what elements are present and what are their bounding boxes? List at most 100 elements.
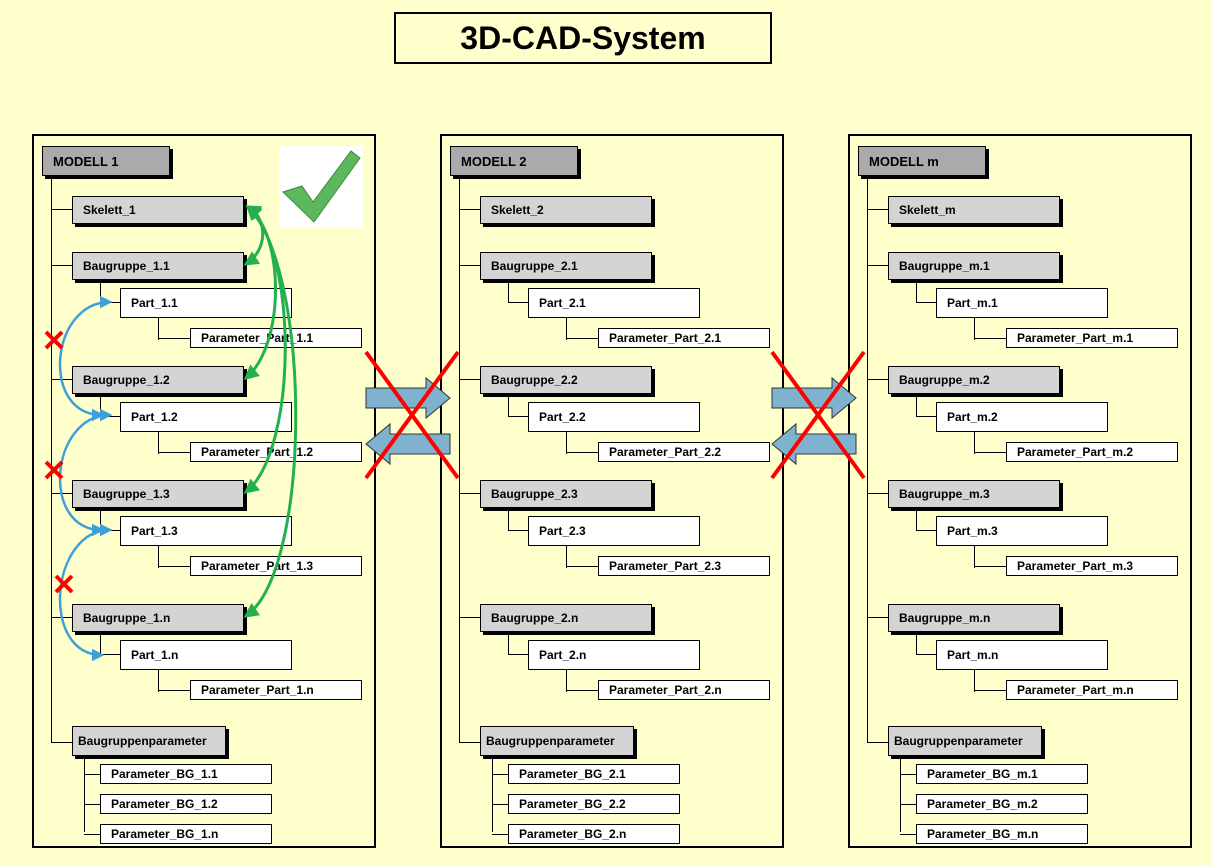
tree-connector [492,804,508,805]
part-parameter-box: Parameter_Part_m.3 [1006,556,1178,576]
tree-connector [900,804,916,805]
page-title: 3D-CAD-System [394,12,772,64]
tree-connector [566,690,598,691]
tree-connector [100,530,120,531]
assembly-box: Baugruppe_2.3 [480,480,652,508]
tree-connector [867,379,888,380]
tree-connector [900,834,916,835]
assembly-parameters-header: Baugruppenparameter [72,726,226,756]
tree-connector [974,546,975,568]
tree-connector [916,416,936,417]
tree-connector [459,209,480,210]
assembly-parameter-box: Parameter_BG_1.2 [100,794,272,814]
assembly-parameters-header: Baugruppenparameter [888,726,1042,756]
tree-connector [51,265,72,266]
tree-connector [100,394,101,416]
part-box: Part_1.2 [120,402,292,432]
tree-connector [867,617,888,618]
tree-connector [158,318,159,340]
part-parameter-box: Parameter_Part_m.n [1006,680,1178,700]
tree-connector [900,774,916,775]
assembly-box: Baugruppe_1.3 [72,480,244,508]
assembly-box: Baugruppe_2.2 [480,366,652,394]
model-header: MODELL 1 [42,146,170,176]
part-box: Part_2.3 [528,516,700,546]
transfer-right-arrow [771,376,857,420]
tree-connector [867,493,888,494]
tree-connector [84,756,85,832]
tree-connector [916,394,917,416]
tree-connector [459,617,480,618]
assembly-parameter-box: Parameter_BG_2.n [508,824,680,844]
model-header: MODELL 2 [450,146,578,176]
assembly-parameter-box: Parameter_BG_2.1 [508,764,680,784]
tree-connector [916,280,917,302]
tree-connector [867,176,868,742]
part-box: Part_2.n [528,640,700,670]
assembly-parameter-box: Parameter_BG_2.2 [508,794,680,814]
tree-connector [508,508,509,530]
tree-connector [916,632,917,654]
part-box: Part_m.n [936,640,1108,670]
tree-connector [566,670,567,692]
part-box: Part_2.1 [528,288,700,318]
skeleton-box: Skelett_1 [72,196,244,224]
tree-connector [158,566,190,567]
part-parameter-box: Parameter_Part_m.1 [1006,328,1178,348]
tree-connector [100,416,120,417]
assembly-box: Baugruppe_2.1 [480,252,652,280]
tree-connector [974,318,975,340]
assembly-parameter-box: Parameter_BG_m.2 [916,794,1088,814]
part-parameter-box: Parameter_Part_2.3 [598,556,770,576]
part-parameter-box: Parameter_Part_1.1 [190,328,362,348]
assembly-box: Baugruppe_m.3 [888,480,1060,508]
tree-connector [566,566,598,567]
part-box: Part_2.2 [528,402,700,432]
tree-connector [100,654,120,655]
tree-connector [566,452,598,453]
tree-connector [916,654,936,655]
tree-connector [974,452,1006,453]
tree-connector [51,379,72,380]
tree-connector [492,756,493,832]
tree-connector [566,432,567,454]
tree-connector [459,265,480,266]
tree-connector [100,508,101,530]
tree-connector [459,493,480,494]
tree-connector [508,302,528,303]
assembly-parameter-box: Parameter_BG_1.1 [100,764,272,784]
assembly-box: Baugruppe_m.1 [888,252,1060,280]
assembly-box: Baugruppe_1.n [72,604,244,632]
tree-connector [158,432,159,454]
tree-connector [51,742,72,743]
tree-connector [566,546,567,568]
tree-connector [51,176,52,742]
assembly-parameter-box: Parameter_BG_1.n [100,824,272,844]
tree-connector [566,338,598,339]
tree-connector [459,742,480,743]
part-parameter-box: Parameter_Part_m.2 [1006,442,1178,462]
tree-connector [867,265,888,266]
assembly-box: Baugruppe_2.n [480,604,652,632]
part-box: Part_m.1 [936,288,1108,318]
tree-connector [566,318,567,340]
part-box: Part_1.1 [120,288,292,318]
tree-connector [51,617,72,618]
part-box: Part_1.3 [120,516,292,546]
assembly-box: Baugruppe_1.1 [72,252,244,280]
tree-connector [158,690,190,691]
tree-connector [492,774,508,775]
tree-connector [974,432,975,454]
transfer-left-arrow [771,422,857,466]
tree-connector [974,690,1006,691]
tree-connector [158,452,190,453]
skeleton-box: Skelett_m [888,196,1060,224]
part-box: Part_1.n [120,640,292,670]
tree-connector [100,280,101,302]
assembly-box: Baugruppe_m.n [888,604,1060,632]
assembly-box: Baugruppe_1.2 [72,366,244,394]
assembly-parameter-box: Parameter_BG_m.n [916,824,1088,844]
tree-connector [100,632,101,654]
tree-connector [900,756,901,832]
